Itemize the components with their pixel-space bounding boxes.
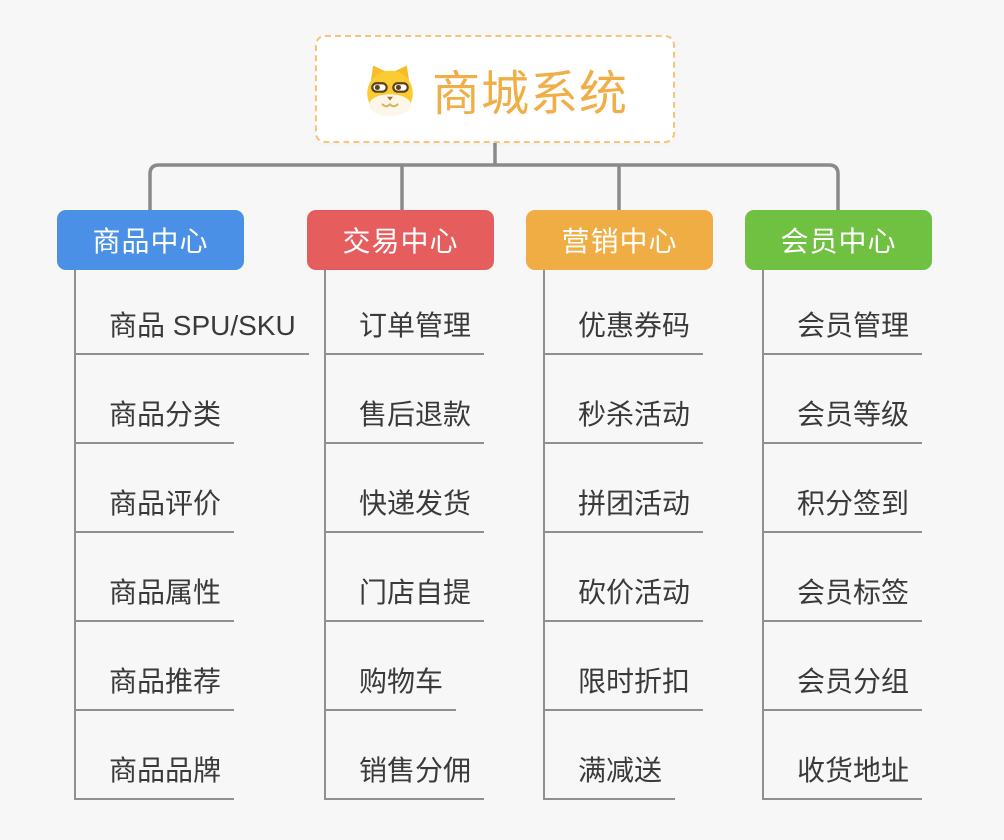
list-item[interactable]: 商品分类 <box>76 355 309 444</box>
root-title: 商城系统 <box>431 68 628 121</box>
list-item[interactable]: 积分签到 <box>764 444 923 533</box>
branch-node-label: 商品中心 <box>92 226 209 257</box>
list-item[interactable]: 快递发货 <box>326 444 485 533</box>
branch-product-center: 商品 SPU/SKU 商品分类 商品评价 商品属性 商品推荐 商品品牌 商品中心 <box>57 210 309 800</box>
child-topic-label[interactable]: 购物车 <box>326 660 457 711</box>
list-item[interactable]: 收货地址 <box>764 711 923 800</box>
child-topic-label[interactable]: 限时折扣 <box>545 660 704 711</box>
list-item[interactable]: 会员管理 <box>764 266 923 355</box>
list-item[interactable]: 购物车 <box>326 622 484 711</box>
branch-node-label: 营销中心 <box>561 226 678 257</box>
list-item[interactable]: 商品推荐 <box>76 622 309 711</box>
child-topic-label[interactable]: 商品分类 <box>76 393 235 444</box>
list-item[interactable]: 会员分组 <box>764 622 923 711</box>
list-item[interactable]: 限时折扣 <box>545 622 704 711</box>
branch-children: 订单管理 售后退款 快递发货 门店自提 购物车 销售分佣 <box>324 266 485 800</box>
child-topic-label[interactable]: 秒杀活动 <box>545 393 704 444</box>
branch-node-label: 交易中心 <box>342 226 459 257</box>
child-topic-label[interactable]: 商品品牌 <box>76 749 235 800</box>
child-topic-label[interactable]: 快递发货 <box>326 482 485 533</box>
list-item[interactable]: 秒杀活动 <box>545 355 704 444</box>
list-item[interactable]: 售后退款 <box>326 355 485 444</box>
child-topic-label[interactable]: 优惠券码 <box>545 304 704 355</box>
child-topic-label[interactable]: 销售分佣 <box>326 749 485 800</box>
child-topic-label[interactable]: 售后退款 <box>326 393 485 444</box>
list-item[interactable]: 拼团活动 <box>545 444 704 533</box>
child-topic-label[interactable]: 商品推荐 <box>76 660 235 711</box>
list-item[interactable]: 销售分佣 <box>326 711 485 800</box>
child-topic-label[interactable]: 会员等级 <box>764 393 923 444</box>
branch-children: 商品 SPU/SKU 商品分类 商品评价 商品属性 商品推荐 商品品牌 <box>74 266 309 800</box>
branch-node-label: 会员中心 <box>780 226 897 257</box>
list-item[interactable]: 满减送 <box>545 711 703 800</box>
list-item[interactable]: 会员等级 <box>764 355 923 444</box>
branch-node-member-center[interactable]: 会员中心 <box>745 210 932 270</box>
child-topic-label[interactable]: 积分签到 <box>764 482 923 533</box>
doge-dog-icon <box>367 65 413 117</box>
list-item[interactable]: 优惠券码 <box>545 266 704 355</box>
list-item[interactable]: 商品品牌 <box>76 711 309 800</box>
branch-node-trade-center[interactable]: 交易中心 <box>307 210 494 270</box>
list-item[interactable]: 会员标签 <box>764 533 923 622</box>
branch-member-center: 会员管理 会员等级 积分签到 会员标签 会员分组 收货地址 会员中心 <box>745 210 932 800</box>
branch-children: 优惠券码 秒杀活动 拼团活动 砍价活动 限时折扣 满减送 <box>543 266 704 800</box>
branch-node-product-center[interactable]: 商品中心 <box>57 210 244 270</box>
list-item[interactable]: 商品 SPU/SKU <box>76 266 309 355</box>
child-topic-label[interactable]: 会员管理 <box>764 304 923 355</box>
branch-node-marketing-center[interactable]: 营销中心 <box>526 210 713 270</box>
list-item[interactable]: 商品属性 <box>76 533 309 622</box>
child-topic-label[interactable]: 订单管理 <box>326 304 485 355</box>
child-topic-label[interactable]: 收货地址 <box>764 749 923 800</box>
child-topic-label[interactable]: 拼团活动 <box>545 482 704 533</box>
list-item[interactable]: 商品评价 <box>76 444 309 533</box>
branch-trade-center: 订单管理 售后退款 快递发货 门店自提 购物车 销售分佣 交易中心 <box>307 210 494 800</box>
child-topic-label[interactable]: 商品评价 <box>76 482 235 533</box>
branch-marketing-center: 优惠券码 秒杀活动 拼团活动 砍价活动 限时折扣 满减送 营销中心 <box>526 210 713 800</box>
branch-rail-line <box>148 163 840 212</box>
child-topic-label[interactable]: 会员标签 <box>764 571 923 622</box>
list-item[interactable]: 砍价活动 <box>545 533 704 622</box>
branch-children: 会员管理 会员等级 积分签到 会员标签 会员分组 收货地址 <box>762 266 923 800</box>
child-topic-label[interactable]: 砍价活动 <box>545 571 704 622</box>
child-topic-label[interactable]: 满减送 <box>545 749 676 800</box>
child-topic-label[interactable]: 门店自提 <box>326 571 485 622</box>
list-item[interactable]: 门店自提 <box>326 533 485 622</box>
child-topic-label[interactable]: 商品 SPU/SKU <box>76 304 309 355</box>
child-topic-label[interactable]: 会员分组 <box>764 660 923 711</box>
list-item[interactable]: 订单管理 <box>326 266 485 355</box>
root-node[interactable]: 商城系统 <box>315 35 675 143</box>
child-topic-label[interactable]: 商品属性 <box>76 571 235 622</box>
